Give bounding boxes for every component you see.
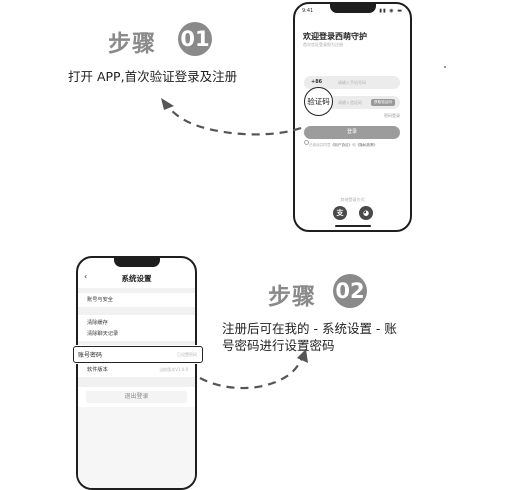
step1-number-badge: 01 — [178, 22, 212, 56]
verification-code-callout: 验证码 — [304, 87, 333, 116]
account-password-label: 账号密码 — [78, 352, 103, 359]
other-login-label: 其他登录方式 — [340, 197, 365, 202]
section-divider — [78, 341, 195, 348]
step2-number-badge: 02 — [333, 274, 367, 308]
phone-notch — [329, 4, 376, 13]
login-subtitle: 首次验证登录即为注册 — [303, 42, 343, 47]
signal-battery-icon: ▮▮ ◉ ▬ — [379, 8, 403, 14]
account-password-callout[interactable]: 账号密码 已设置密码 — [73, 346, 203, 363]
password-status: 已设置密码 — [177, 352, 197, 357]
wechat-icon[interactable]: ◕ — [359, 206, 373, 220]
step1-title: 步骤 — [108, 31, 156, 57]
login-title: 欢迎登录西萌守护 — [303, 32, 367, 41]
login-button[interactable]: 登录 — [304, 126, 400, 139]
section-divider — [78, 288, 195, 293]
dashed-arrow-2 — [199, 349, 308, 390]
settings-title: 系统设置 — [121, 274, 152, 283]
software-version-value: 当前版本V1.0.0 — [159, 367, 188, 372]
step1-description: 打开 APP,首次验证登录及注册 — [68, 69, 238, 84]
alipay-icon[interactable]: 支 — [333, 206, 347, 220]
login-phone-mockup: 9:41 ▮▮ ◉ ▬ 欢迎登录西萌守护 首次验证登录即为注册 +86 请输入手… — [293, 2, 412, 232]
agreement-text: 已阅读并同意《用户协议》和《隐私政策》 — [309, 143, 377, 148]
settings-phone-mockup: ‹ 系统设置 账号与安全 清除缓存 清除聊天记录 软件版本 当前版本V1.0.0… — [76, 256, 197, 490]
agreement-checkbox[interactable] — [304, 140, 309, 145]
phone-placeholder: 请输入手机号码 — [338, 80, 366, 85]
code-placeholder: 请输入验证码 — [338, 100, 362, 105]
status-time: 9:41 — [302, 8, 314, 14]
account-security-item[interactable]: 账号与安全 — [87, 297, 113, 303]
agreement-prefix: 已阅读并同意 — [309, 143, 331, 147]
password-login-link[interactable]: 密码登录 — [384, 113, 400, 118]
logout-button[interactable]: 退出登录 — [86, 391, 187, 403]
agreement-and: 和 — [352, 143, 356, 147]
user-agreement-link[interactable]: 《用户协议》 — [330, 143, 353, 147]
dashed-arrow-1 — [161, 98, 302, 136]
privacy-policy-link[interactable]: 《隐私政策》 — [355, 143, 378, 147]
section-divider — [78, 307, 195, 315]
phone-notch — [113, 258, 160, 267]
status-bar: 9:41 ▮▮ ◉ ▬ — [302, 8, 403, 16]
home-indicator — [334, 225, 371, 227]
software-version-item[interactable]: 软件版本 — [87, 367, 108, 373]
section-divider — [78, 377, 195, 387]
clear-chat-item[interactable]: 清除聊天记录 — [87, 331, 119, 337]
empty-area — [78, 407, 195, 488]
step2-description-line1: 注册后可在我的 - 系统设置 - 账 — [222, 321, 397, 336]
stray-mark — [444, 66, 446, 68]
settings-header: ‹ 系统设置 — [78, 272, 195, 286]
phone-number-input[interactable]: +86 请输入手机号码 — [304, 76, 400, 89]
get-code-button[interactable]: 获取验证码 — [371, 99, 395, 106]
step2-description-line2: 号密码进行设置密码 — [222, 338, 335, 353]
step2-title: 步骤 — [268, 284, 316, 310]
clear-cache-item[interactable]: 清除缓存 — [87, 320, 108, 326]
back-arrow-icon[interactable]: ‹ — [84, 272, 88, 281]
country-code[interactable]: +86 — [311, 79, 323, 85]
